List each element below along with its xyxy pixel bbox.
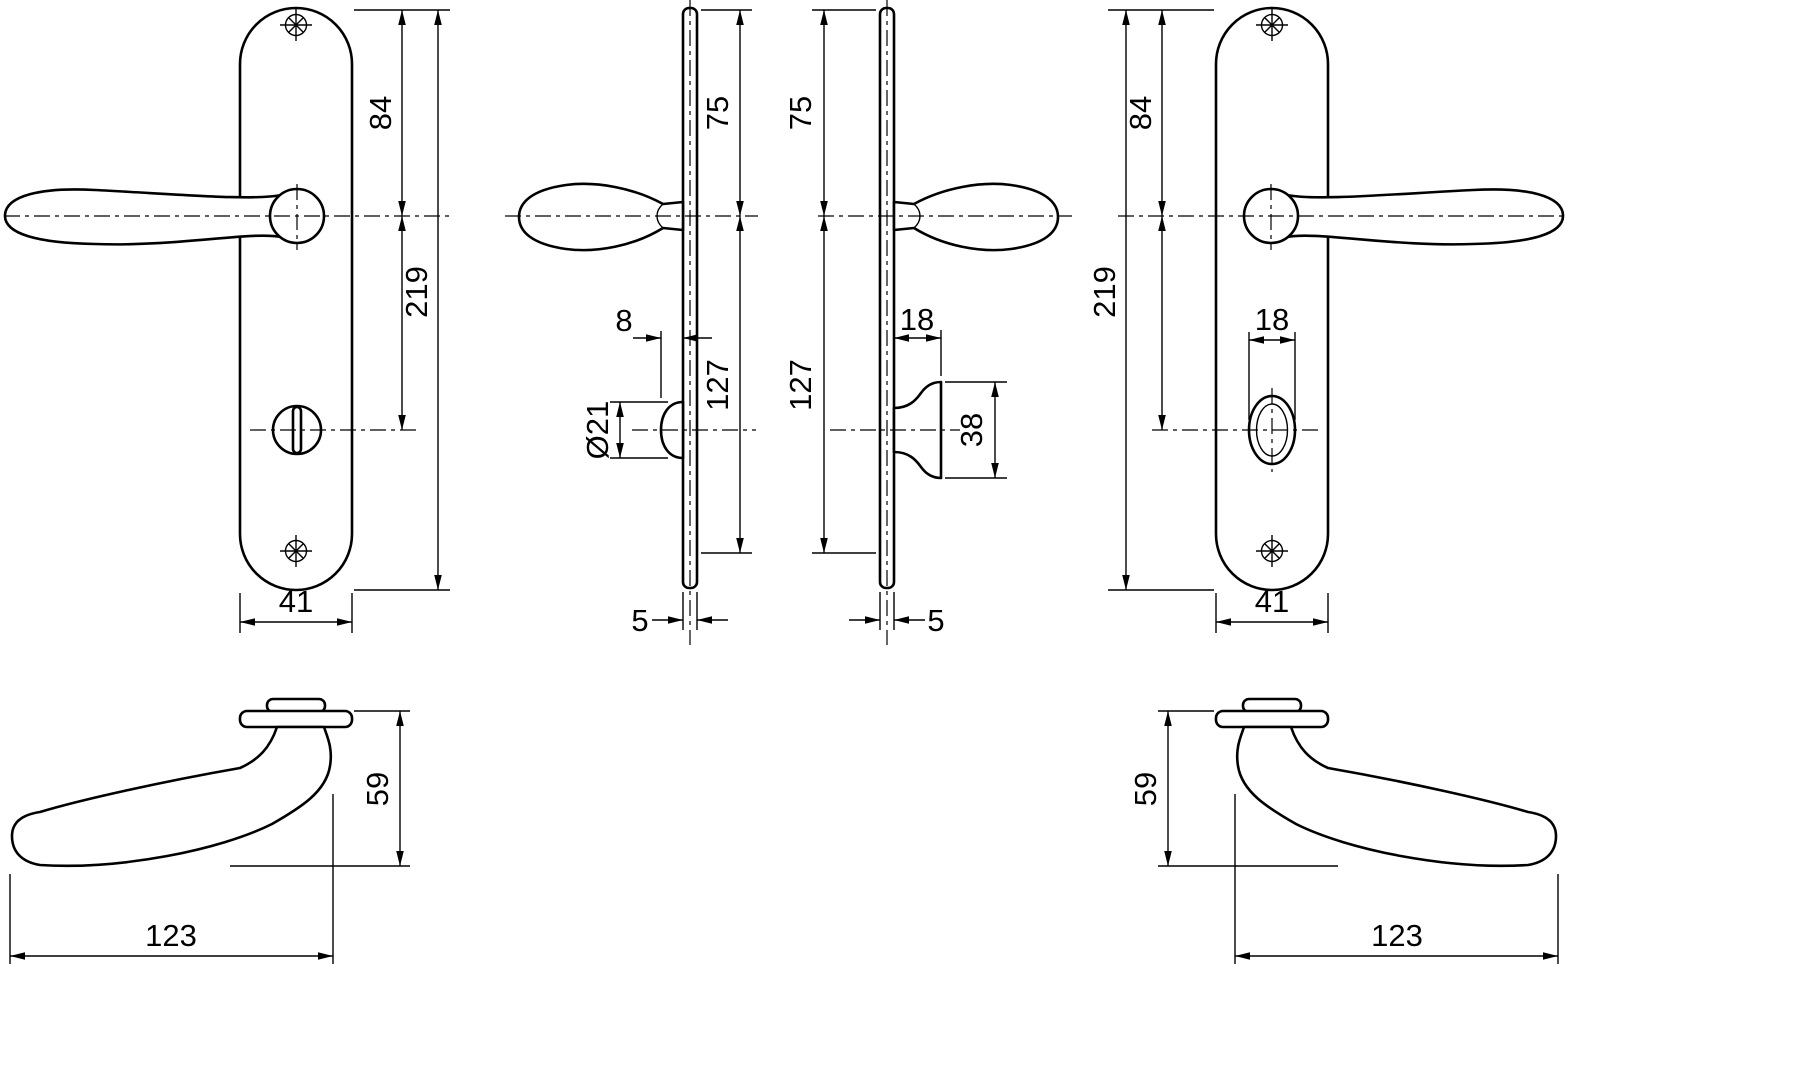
centerlines [4,184,450,431]
dim-8-label: 8 [615,303,632,338]
dim-5-label: 5 [927,603,944,638]
dim-84-label: 84 [1123,96,1158,130]
plate-edge-top-view [238,709,354,729]
dim-127-label: 127 [700,359,735,411]
dimension-lines [812,9,1007,630]
lever-handle-profile [892,182,1060,252]
figure-top-view-left: 59 123 [9,697,410,964]
dimension-lines [9,710,410,964]
figure-front-view-left: 84 219 41 [3,6,450,633]
figure-front-view-right: 84 219 18 41 [1087,6,1565,633]
dim-127-label: 127 [783,359,818,411]
centerlines [1118,184,1564,472]
dim-d21-label: Ø21 [580,401,615,460]
dim-41-label: 41 [1255,584,1289,619]
dim-18-label: 18 [1255,302,1289,337]
backplate-outline [238,6,354,592]
dim-38-label: 38 [954,413,989,447]
dim-59-label: 59 [1128,772,1163,806]
centerlines [818,0,1072,645]
dim-123-label: 123 [145,918,197,953]
backplate-outline [1214,6,1330,592]
lever-handle-top-view [1235,725,1558,868]
dim-18-label: 18 [900,302,934,337]
dimension-lines [610,9,752,630]
lever-handle [3,188,283,246]
lever-handle-profile [517,182,685,252]
dim-84-label: 84 [363,96,398,130]
dim-75-label: 75 [700,96,735,130]
dim-75-label: 75 [783,96,818,130]
dim-59-label: 59 [360,772,395,806]
dim-5-label: 5 [631,603,648,638]
dimension-lines [239,9,450,633]
thumbturn-profile [892,380,943,480]
dim-219-label: 219 [1087,266,1122,318]
centerlines [505,0,758,645]
lever-handle [1285,188,1565,246]
dim-41-label: 41 [279,584,313,619]
figure-side-view-left: 75 127 Ø21 8 5 [505,0,758,645]
figure-top-view-right: 59 123 [1128,697,1559,964]
figure-side-view-right: 75 127 18 38 5 [783,0,1072,645]
dim-123-label: 123 [1371,918,1423,953]
lever-handle-top-view [10,725,333,868]
dimension-lines [1158,710,1559,964]
dimension-lines [1108,9,1329,633]
dim-219-label: 219 [399,266,434,318]
plate-edge-top-view [1214,709,1330,729]
